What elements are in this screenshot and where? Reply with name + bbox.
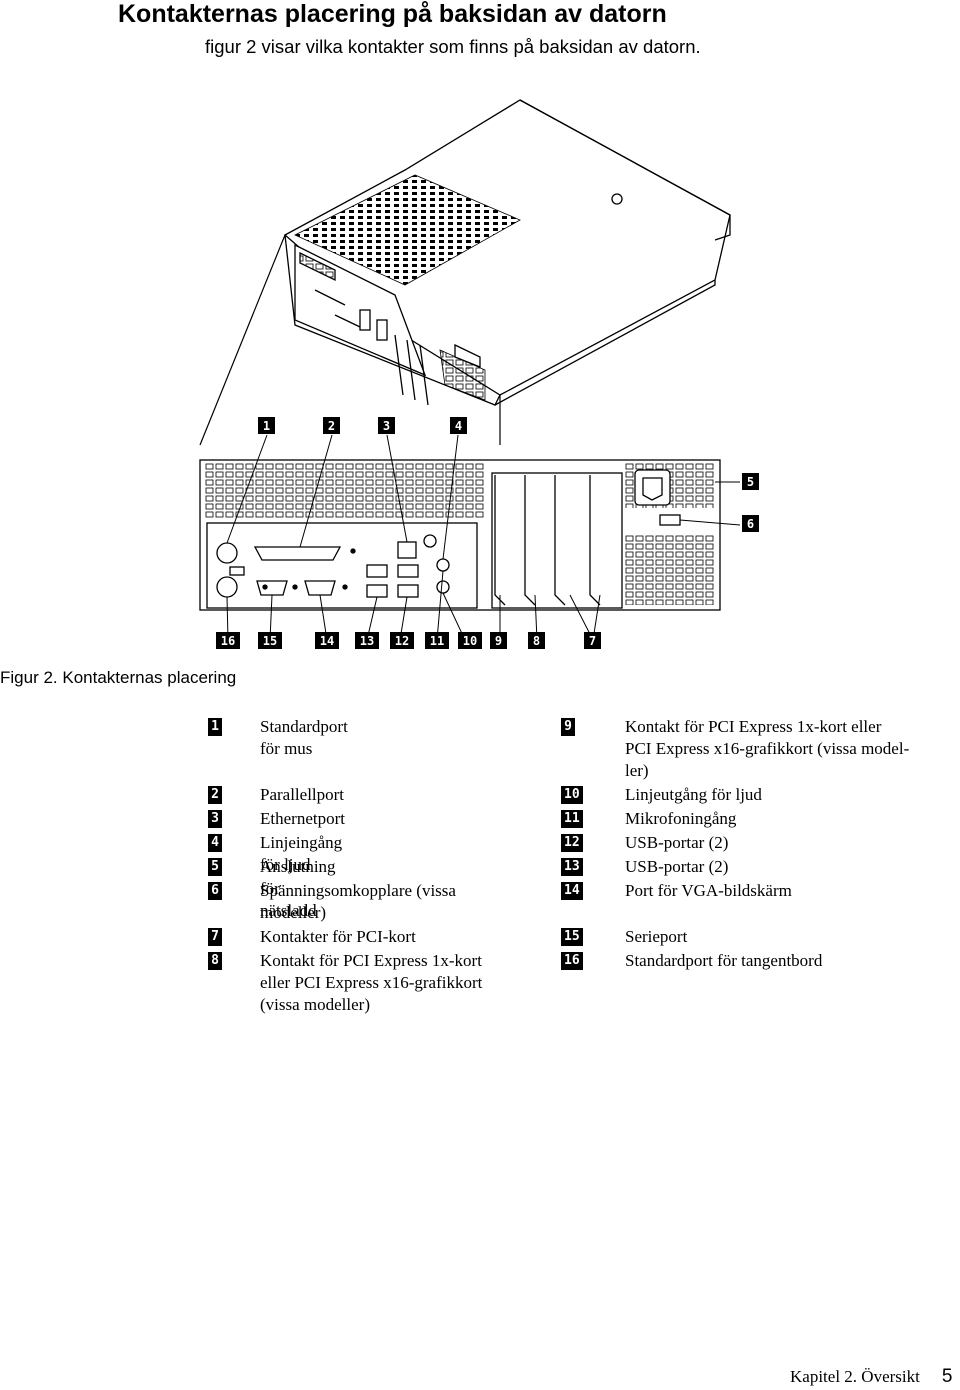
legend-text: USB-portar (2) bbox=[625, 857, 729, 876]
legend-text: Linjeingång för ljud bbox=[260, 833, 343, 874]
callout-2: 2 bbox=[323, 417, 340, 434]
callout-13: 13 bbox=[355, 632, 379, 649]
legend-number: 13 bbox=[561, 858, 583, 876]
legend-number: 9 bbox=[561, 718, 575, 736]
callout-10: 10 bbox=[458, 632, 482, 649]
callout-6: 6 bbox=[742, 515, 759, 532]
legend-text-cont: PCI Express x16-grafikkort (vissa model- bbox=[625, 739, 910, 758]
legend-number: 2 bbox=[208, 786, 222, 804]
legend-text: Port för VGA-bildskärm bbox=[625, 881, 792, 900]
legend-text: Standardport för mus bbox=[260, 717, 348, 758]
legend-number: 4 bbox=[208, 834, 222, 852]
rear-panel bbox=[199, 459, 721, 611]
callout-14-label: 14 bbox=[320, 634, 334, 648]
computer-rear-illustration: 1 2 3 4 5 6 16 15 14 13 12 11 10 9 8 7 bbox=[199, 99, 759, 649]
legend-text-cont: modeller) bbox=[260, 903, 327, 922]
legend-number: 10 bbox=[561, 786, 583, 804]
callout-5-label: 5 bbox=[747, 475, 754, 489]
callout-10-label: 10 bbox=[463, 634, 477, 648]
callout-15: 15 bbox=[258, 632, 282, 649]
legend-number: 1 bbox=[208, 718, 222, 736]
legend-number: 15 bbox=[561, 928, 583, 946]
figure-caption: Figur 2. Kontakternas placering bbox=[0, 668, 237, 687]
legend-text-cont: (vissa modeller) bbox=[260, 995, 370, 1014]
callout-7-label: 7 bbox=[589, 634, 596, 648]
callout-4: 4 bbox=[450, 417, 467, 434]
zoom-guide-lines bbox=[199, 234, 501, 446]
callout-12-label: 12 bbox=[395, 634, 409, 648]
callout-1-label: 1 bbox=[263, 419, 270, 433]
computer-3d-view bbox=[283, 99, 731, 406]
legend-number: 7 bbox=[208, 928, 222, 946]
legend-number: 6 bbox=[208, 882, 222, 900]
callout-5: 5 bbox=[742, 473, 759, 490]
legend-text: Anslutning för nätsladd bbox=[260, 857, 336, 920]
legend-text: Ethernetport bbox=[260, 809, 345, 828]
legend-text: Kontakt för PCI Express 1x-kort bbox=[260, 951, 482, 970]
callout-3-label: 3 bbox=[383, 419, 390, 433]
rear-connectors-figure: 1 2 3 4 5 6 16 15 14 13 12 11 10 9 8 7 bbox=[195, 95, 960, 660]
legend-text-cont: ler) bbox=[625, 761, 649, 780]
legend-text: Serieport bbox=[625, 927, 688, 946]
callout-8-label: 8 bbox=[533, 634, 540, 648]
callout-2-label: 2 bbox=[328, 419, 335, 433]
page-title: Kontakternas placering på baksidan av da… bbox=[118, 0, 667, 28]
legend-text-cont: eller PCI Express x16-grafikkort bbox=[260, 973, 483, 992]
legend-text: Linjeutgång för ljud bbox=[625, 785, 762, 804]
callout-13-label: 13 bbox=[360, 634, 374, 648]
callout-11-label: 11 bbox=[430, 634, 444, 648]
legend-number: 14 bbox=[561, 882, 583, 900]
callout-3: 3 bbox=[378, 417, 395, 434]
legend-text: Kontakt för PCI Express 1x-kort eller bbox=[625, 717, 882, 736]
legend-number: 3 bbox=[208, 810, 222, 828]
callout-14: 14 bbox=[315, 632, 339, 649]
intro-text: figur 2 visar vilka kontakter som finns … bbox=[205, 36, 701, 57]
callout-1: 1 bbox=[258, 417, 275, 434]
callout-12: 12 bbox=[390, 632, 414, 649]
legend-number: 16 bbox=[561, 952, 583, 970]
legend-number: 5 bbox=[208, 858, 222, 876]
page-footer: Kapitel 2. Översikt 5 bbox=[790, 1366, 952, 1388]
legend-text: Spänningsomkopplare (vissa bbox=[260, 881, 456, 900]
callout-9-label: 9 bbox=[495, 634, 502, 648]
legend-number: 12 bbox=[561, 834, 583, 852]
legend-number: 8 bbox=[208, 952, 222, 970]
callout-9: 9 bbox=[490, 632, 507, 649]
callout-8: 8 bbox=[528, 632, 545, 649]
legend-number: 11 bbox=[561, 810, 583, 828]
legend-text: Parallellport bbox=[260, 785, 345, 804]
callout-4-label: 4 bbox=[455, 419, 462, 433]
legend-text: Standardport för tangentbord bbox=[625, 951, 823, 970]
callout-16-label: 16 bbox=[221, 634, 235, 648]
callout-7: 7 bbox=[584, 632, 601, 649]
callout-6-label: 6 bbox=[747, 517, 754, 531]
callout-16: 16 bbox=[216, 632, 240, 649]
legend-text: Mikrofoningång bbox=[625, 809, 737, 828]
callout-15-label: 15 bbox=[263, 634, 277, 648]
page-number: 5 bbox=[941, 1366, 953, 1387]
footer-chapter: Kapitel 2. Översikt bbox=[790, 1367, 920, 1386]
legend-text: USB-portar (2) bbox=[625, 833, 729, 852]
legend-text: Kontakter för PCI-kort bbox=[260, 927, 416, 946]
callout-11: 11 bbox=[425, 632, 449, 649]
